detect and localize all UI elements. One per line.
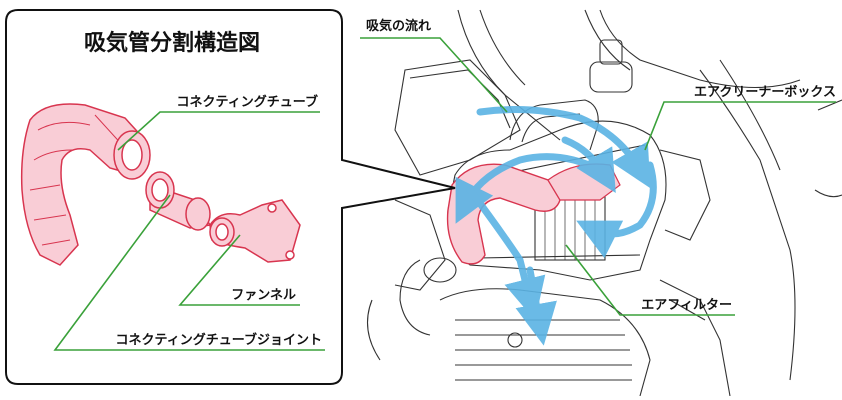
label-air-cleaner-box: エアクリーナーボックス [694,84,836,100]
label-connecting-tube: コネクティングチューブ [177,94,318,110]
label-air-filter: エアフィルター [641,298,732,313]
inset-title: 吸気管分割構造図 [84,30,260,56]
inset-panel [6,10,455,384]
label-airflow: 吸気の流れ [366,18,431,34]
airflow-arrows [465,110,653,325]
label-funnel: ファンネル [231,288,296,303]
label-connecting-tube-joint: コネクティングチューブジョイント [116,332,322,348]
engine-line-art [368,10,842,396]
engine-intake-highlight [448,164,620,264]
